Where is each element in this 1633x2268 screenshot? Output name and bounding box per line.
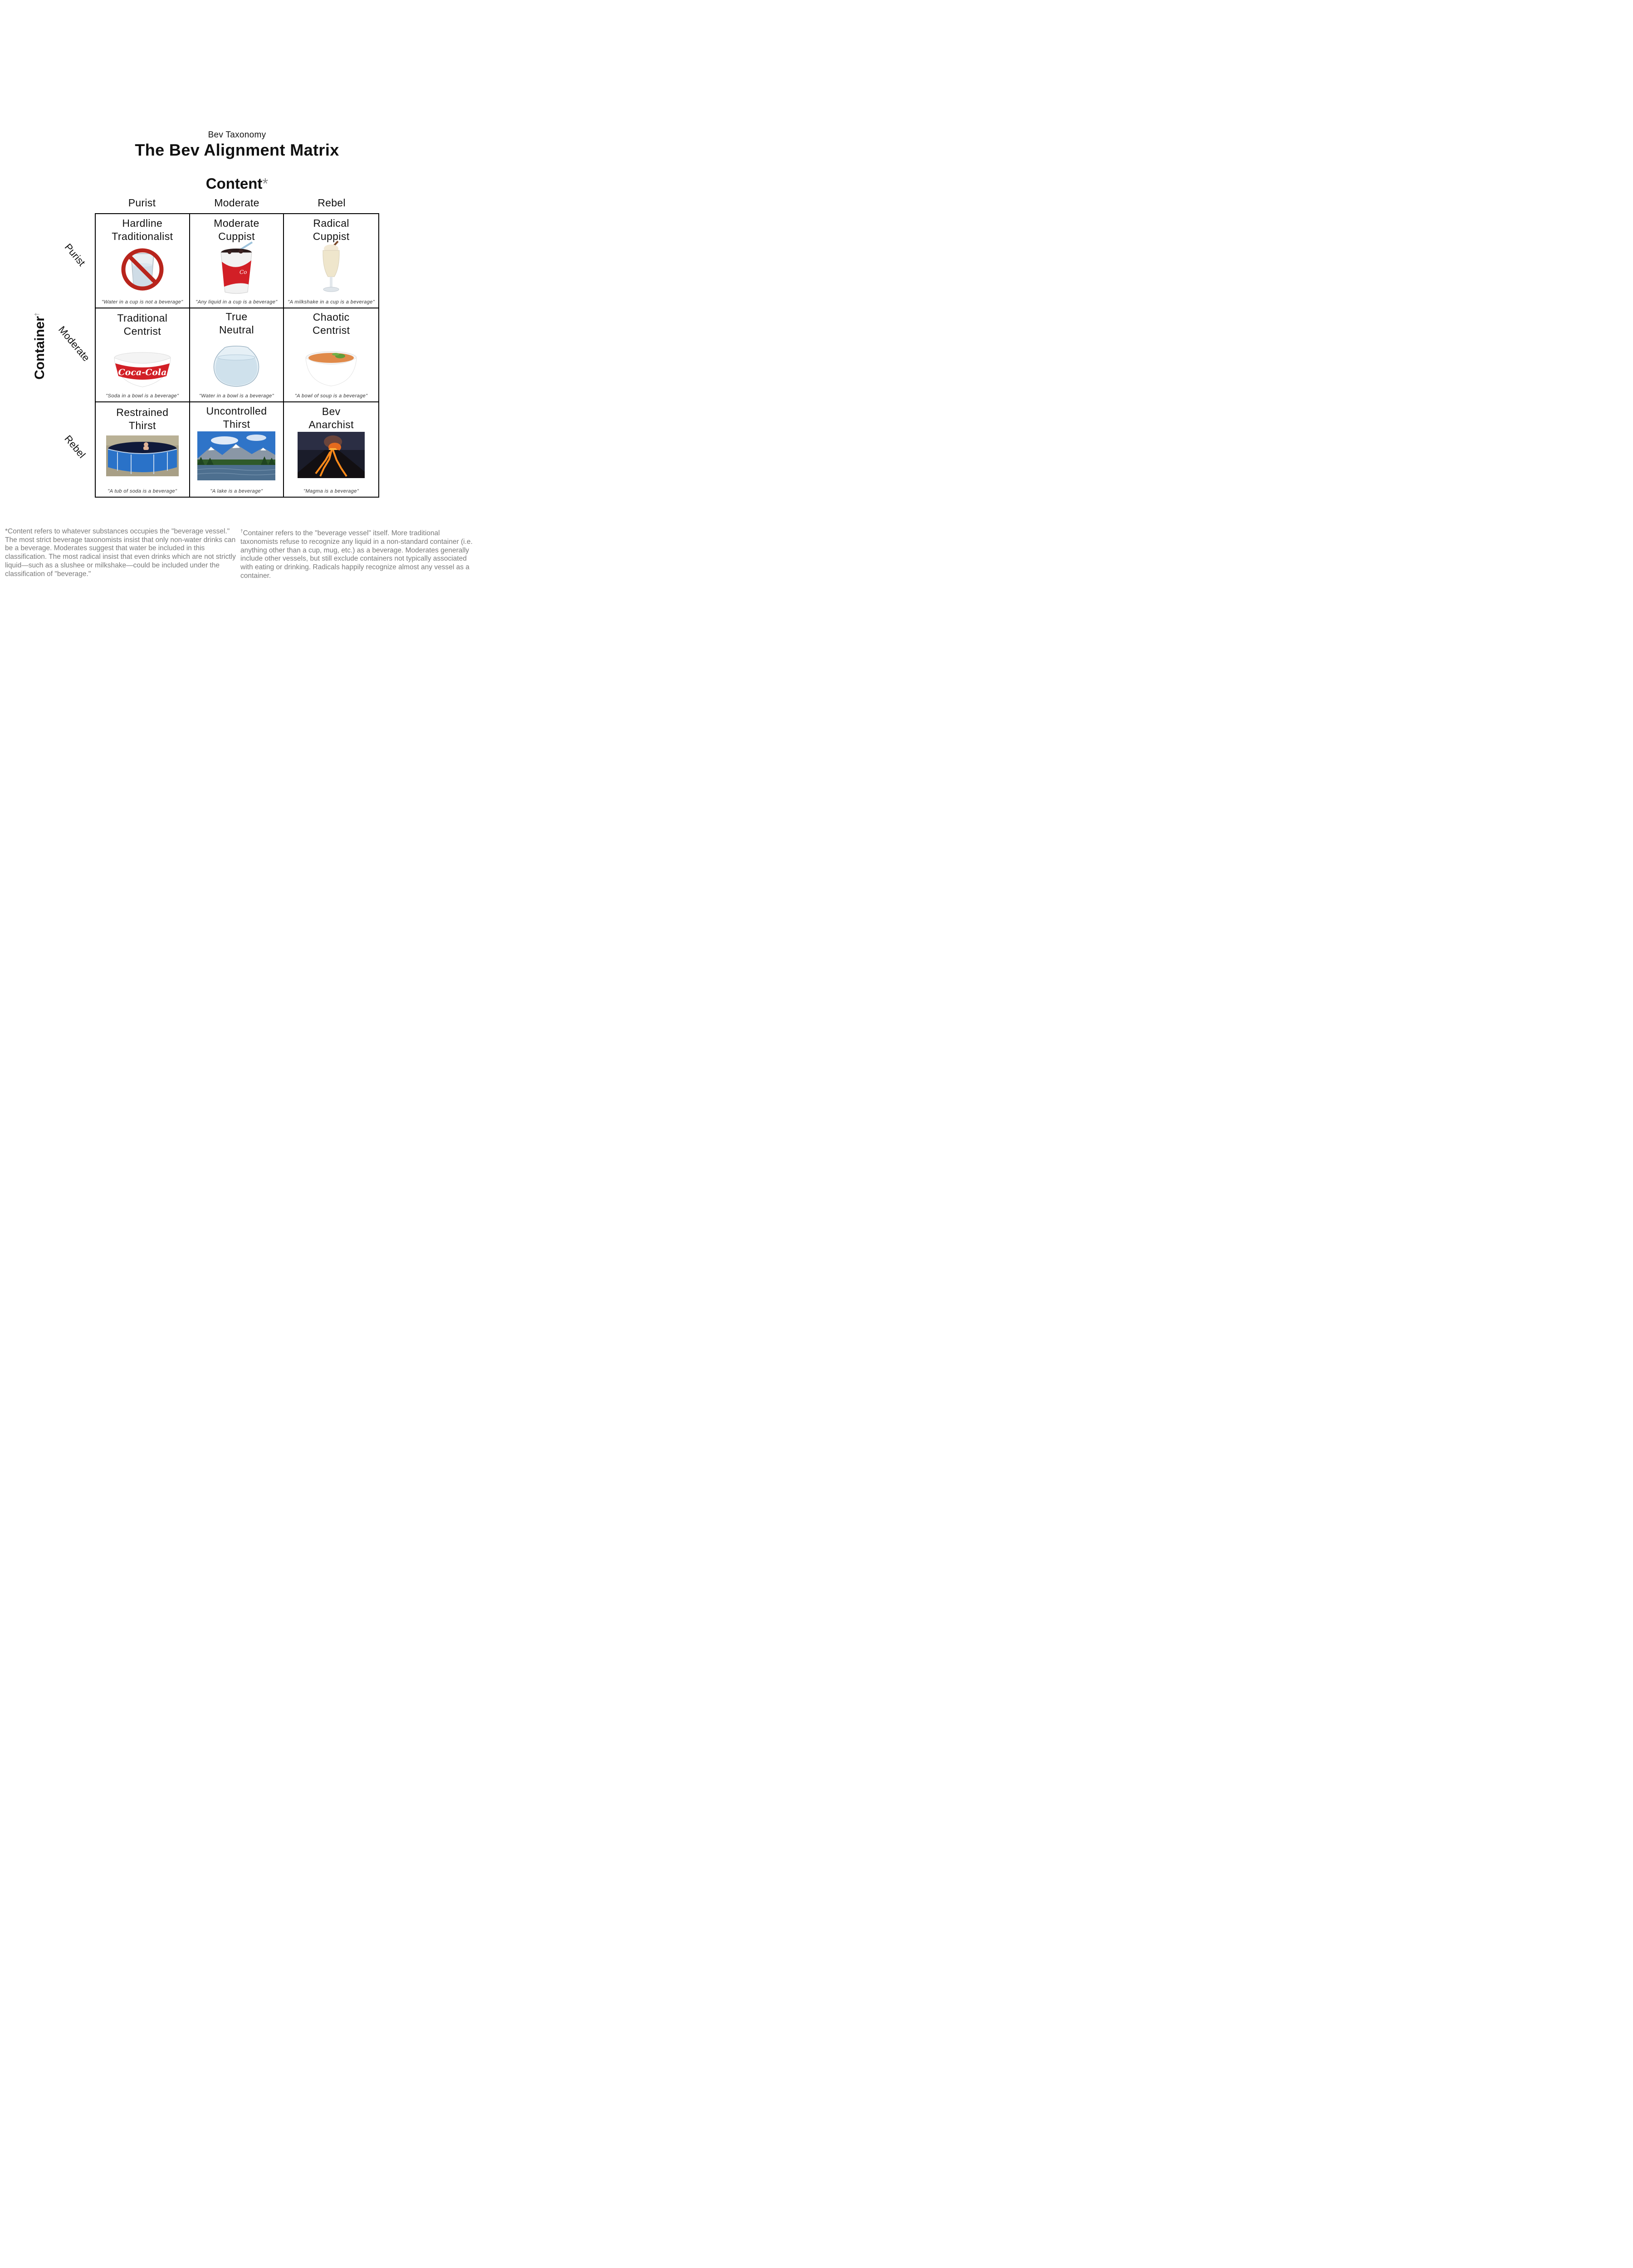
cell-title-line: Cuppist [313, 230, 350, 242]
cell-title-line: Cuppist [218, 230, 255, 242]
cell-quote: "Soda in a bowl is a beverage" [106, 393, 179, 399]
cell-title-line: Bev [322, 406, 341, 418]
cell-quote: "A lake is a beverage" [210, 489, 263, 494]
cell-title-line: Centrist [123, 325, 161, 337]
cell-title-line: True [225, 310, 248, 323]
cell-title: Radical Cuppist [284, 217, 378, 243]
content-axis-label: Content* [0, 175, 474, 192]
alignment-matrix: Hardline Traditionalist "Water in a cup … [95, 213, 379, 498]
cell-quote: "A tub of soda is a beverage" [108, 489, 177, 494]
row-header-purist: Purist [62, 241, 88, 269]
cell-title: Moderate Cuppist [190, 217, 284, 243]
erupting-volcano-icon [284, 431, 378, 479]
cell-title: Uncontrolled Thirst [190, 405, 284, 431]
subtitle: Bev Taxonomy [208, 130, 266, 140]
fishbowl-icon [190, 339, 284, 394]
cell-quote: "A bowl of soup is a beverage" [294, 393, 368, 399]
cell-title-line: Moderate [214, 217, 259, 229]
cell-hardline-traditionalist: Hardline Traditionalist "Water in a cup … [96, 214, 190, 308]
cell-quote: "A milkshake in a cup is a beverage" [288, 299, 375, 305]
water-glass-prohibited-icon [96, 242, 189, 297]
coca-cola-bowl-icon: Coca-Cola [96, 343, 189, 397]
row-header-moderate: Moderate [56, 324, 92, 364]
cell-title-line: Uncontrolled [206, 405, 267, 417]
content-axis-text: Content [205, 175, 263, 192]
cell-title-line: Traditional [117, 312, 168, 324]
cell-title: Chaotic Centrist [284, 311, 378, 337]
content-footnote-text: Content refers to whatever substances oc… [5, 528, 236, 578]
page-title: The Bev Alignment Matrix [135, 141, 339, 159]
cell-title-line: Centrist [312, 324, 350, 336]
cell-radical-cuppist: Radical Cuppist "A milkshake in a cup is… [284, 214, 378, 308]
content-footnote-mark: * [5, 528, 8, 535]
svg-text:Coca-Cola: Coca-Cola [118, 367, 166, 377]
svg-text:Co: Co [240, 269, 247, 275]
cell-title: Bev Anarchist [284, 405, 378, 431]
container-footnote-mark: † [240, 529, 243, 534]
row-header-rebel: Rebel [62, 433, 88, 460]
cell-uncontrolled-thirst: Uncontrolled Thirst "A lake is a beverag… [190, 402, 284, 497]
cell-true-neutral: True Neutral "Water in a bowl is a bever… [190, 308, 284, 403]
column-header-moderate: Moderate [214, 197, 259, 209]
container-axis-mark: † [33, 313, 40, 316]
soda-cup-icon: Co [190, 241, 284, 296]
container-footnote: †Container refers to the "beverage vesse… [240, 528, 473, 580]
cell-restrained-thirst: Restrained Thirst "A tub of soda is a be… [96, 402, 190, 497]
column-header-purist: Purist [128, 197, 156, 209]
cell-title: Hardline Traditionalist [96, 217, 189, 243]
cell-chaotic-centrist: Chaotic Centrist "A bowl of soup is a be… [284, 308, 378, 403]
cell-traditional-centrist: Traditional Centrist Coca-Cola "Soda in … [96, 308, 190, 403]
cell-title-line: Thirst [223, 418, 250, 430]
cell-title-line: Neutral [219, 323, 254, 336]
cell-title: Traditional Centrist [96, 312, 189, 338]
cell-title-line: Radical [313, 217, 349, 229]
cell-title: True Neutral [190, 310, 284, 337]
cell-title-line: Anarchist [308, 419, 354, 431]
content-axis-mark: * [262, 175, 269, 192]
container-axis-label: Container† [32, 313, 48, 380]
cell-quote: "Water in a cup is not a beverage" [102, 299, 183, 305]
cell-title-line: Traditionalist [112, 230, 173, 242]
column-header-rebel: Rebel [318, 197, 346, 209]
soda-pool-icon [96, 435, 189, 477]
cell-title-line: Restrained [116, 406, 169, 419]
container-footnote-text: Container refers to the "beverage vessel… [240, 529, 473, 580]
cell-moderate-cuppist: Moderate Cuppist Co "Any liquid in a cup… [190, 214, 284, 308]
cell-bev-anarchist: Bev Anarchist "Magma is a beverage" [284, 402, 378, 497]
cell-title-line: Thirst [128, 420, 156, 432]
cell-quote: "Water in a bowl is a beverage" [199, 393, 274, 399]
milkshake-glass-icon [284, 240, 378, 295]
cell-title-line: Hardline [122, 217, 163, 229]
content-footnote: *Content refers to whatever substances o… [5, 528, 239, 578]
mountain-lake-icon [190, 431, 284, 481]
cell-quote: "Magma is a beverage" [303, 489, 359, 494]
cell-quote: "Any liquid in a cup is a beverage" [196, 299, 278, 305]
cell-title: Restrained Thirst [96, 406, 189, 432]
soup-bowl-icon [284, 342, 378, 396]
cell-title-line: Chaotic [313, 311, 350, 323]
container-axis-text: Container [32, 316, 47, 380]
